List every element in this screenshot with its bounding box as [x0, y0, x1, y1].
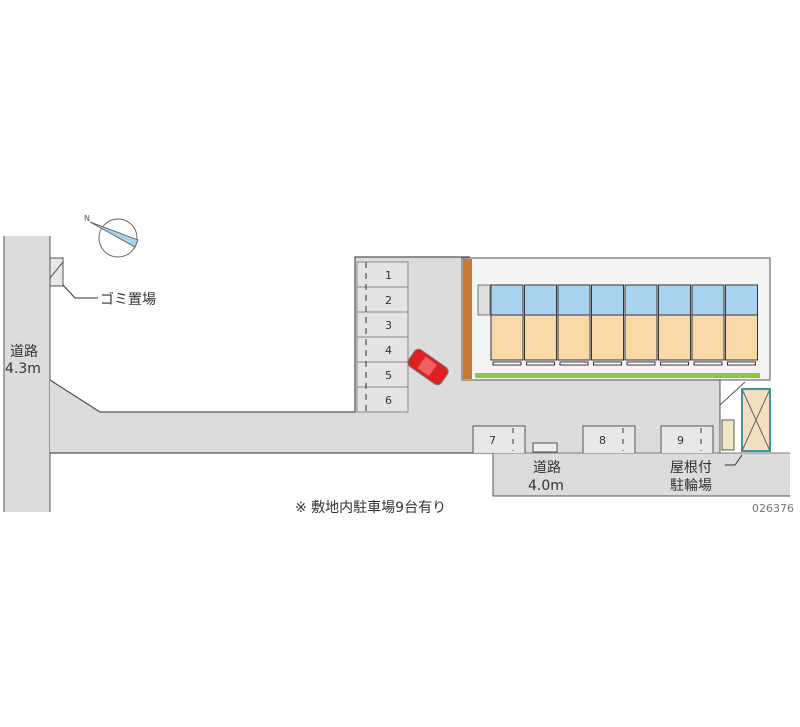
property-id: 026376	[752, 502, 794, 515]
parking-stall	[356, 336, 409, 363]
parking-stall-number: 1	[385, 269, 392, 282]
unit-wet-area	[557, 284, 591, 316]
left-road-width: 4.3m	[5, 361, 41, 377]
stairs	[477, 284, 491, 316]
parking-stall-number: 4	[385, 344, 392, 357]
bicycle-parking-line2: 駐輪場	[670, 477, 712, 494]
unit-room	[691, 314, 725, 361]
unit-room	[490, 314, 524, 361]
left-road-name: 道路	[10, 344, 38, 360]
unit-wet-area	[691, 284, 725, 316]
svg-text:N: N	[84, 214, 90, 223]
car-icon	[407, 348, 449, 386]
parking-stall	[356, 386, 409, 413]
bottom-road-width: 4.0m	[528, 478, 564, 494]
apartment-units	[490, 284, 758, 366]
bottom-road	[493, 453, 790, 496]
parking-stall	[660, 425, 714, 453]
compass-icon: N	[84, 214, 139, 258]
bicycle-storage	[721, 419, 735, 451]
parking-stall	[356, 261, 409, 288]
hedge-left	[463, 259, 472, 379]
unit-room	[725, 314, 758, 361]
parking-stall	[356, 361, 409, 388]
parking-stall-number: 3	[385, 319, 392, 332]
parking-stall-number: 2	[385, 294, 392, 307]
garbage-label: ゴミ置場	[100, 291, 156, 308]
parking-stall	[582, 425, 636, 453]
parking-stalls-7-9: 7 8 9	[472, 425, 714, 453]
hedge-bottom	[475, 373, 760, 378]
parking-stall	[356, 286, 409, 313]
unit-wet-area	[658, 284, 691, 316]
unit-room	[591, 314, 624, 361]
parking-stall-number: 6	[385, 394, 392, 407]
unit-room	[624, 314, 658, 361]
unit-wet-area	[624, 284, 658, 316]
unit-room	[557, 314, 591, 361]
left-road	[4, 236, 50, 512]
unit-wet-area	[490, 284, 524, 316]
unit-room	[524, 314, 557, 361]
bicycle-parking-line1: 屋根付	[670, 460, 712, 476]
garbage-area	[49, 257, 64, 287]
unit-wet-area	[591, 284, 624, 316]
parking-stall-number: 9	[677, 434, 684, 447]
unit-room	[658, 314, 691, 361]
drain-grate	[532, 442, 558, 453]
bottom-road-name: 道路	[533, 460, 561, 476]
unit-wet-area	[725, 284, 758, 316]
parking-stall-number: 8	[599, 434, 606, 447]
parking-stall-number: 7	[489, 434, 496, 447]
parking-stall-number: 5	[385, 369, 392, 382]
parking-stalls-1-6: 1 2 3 4 5 6	[356, 261, 409, 413]
parking-stall	[472, 425, 526, 453]
parking-stall	[356, 311, 409, 338]
unit-wet-area	[524, 284, 557, 316]
parking-note: ※ 敷地内駐車場9台有り	[295, 499, 446, 516]
